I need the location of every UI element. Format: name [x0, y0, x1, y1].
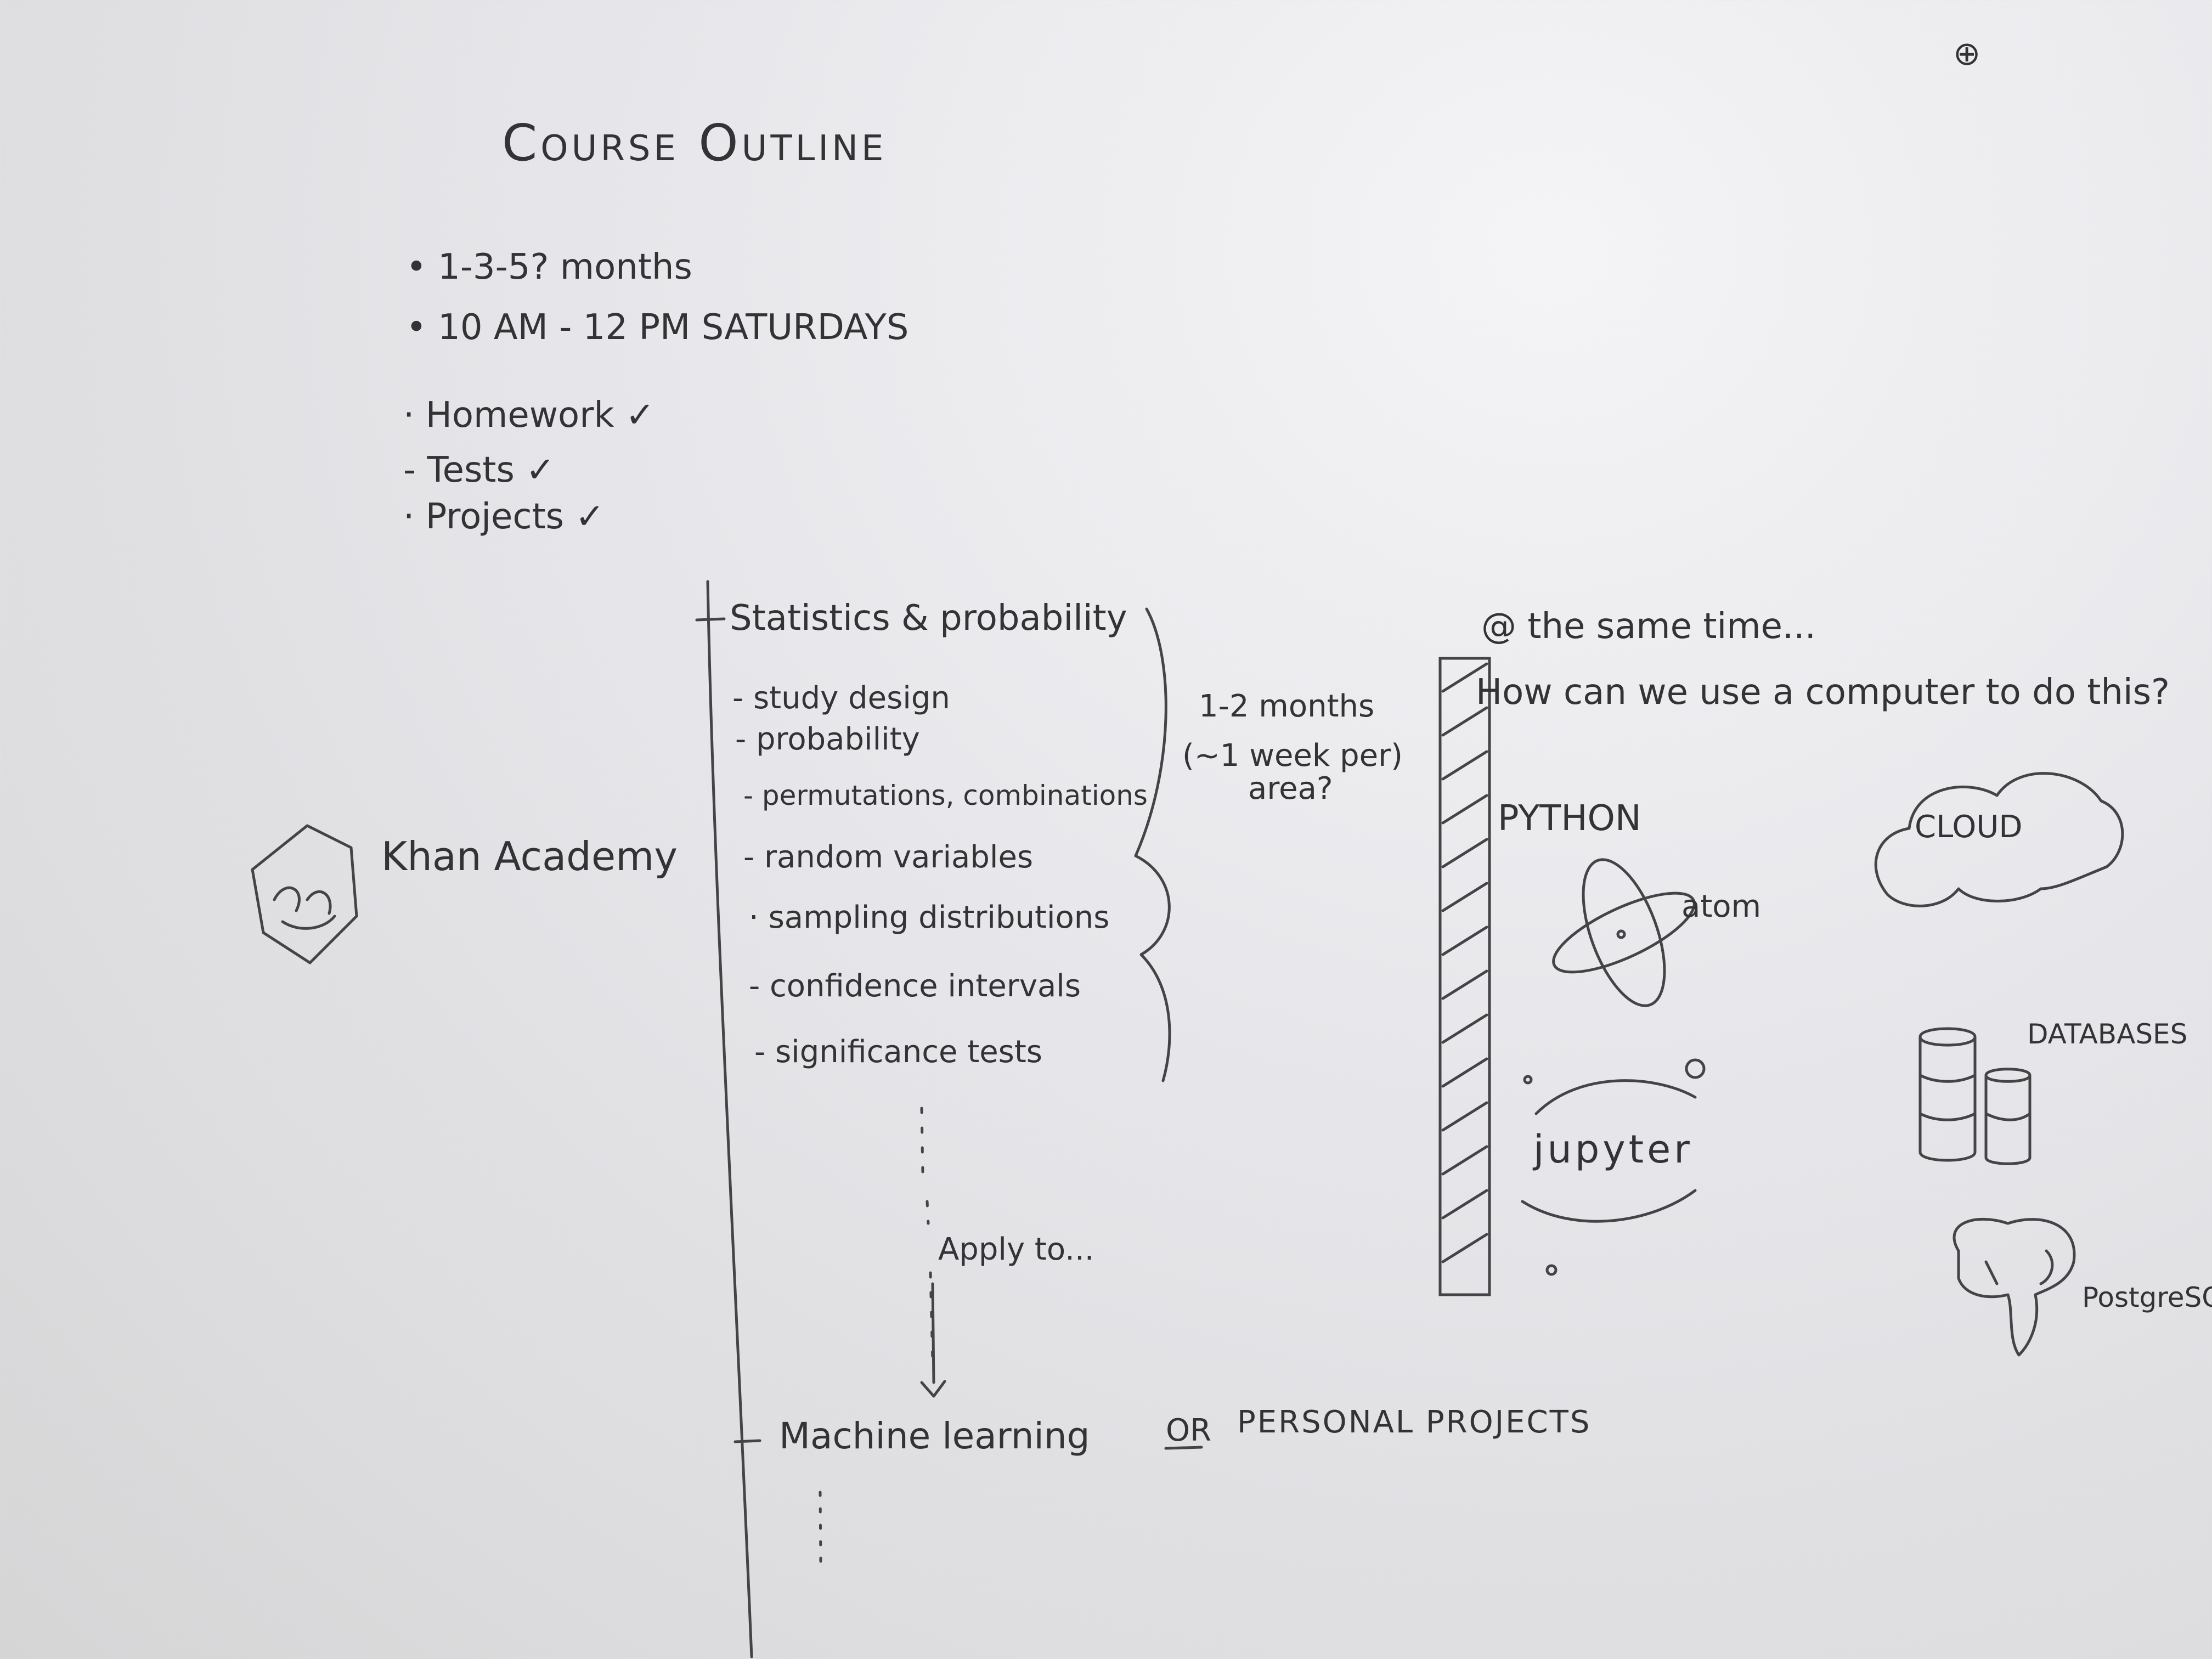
apply-arrow: [920, 1107, 934, 1362]
topic-item: - probability: [735, 721, 920, 757]
or-text: OR: [1166, 1413, 1211, 1448]
duration-per-area: (~1 week per): [1182, 738, 1403, 774]
timeline-tick-bottom: [733, 1439, 761, 1443]
database-cylinder-1: [1918, 1027, 1977, 1162]
topics-brace: [1134, 607, 1171, 1082]
atom-nucleus: [1616, 929, 1626, 939]
duration-months: 1-2 months: [1199, 689, 1375, 724]
hatch-lines: [1441, 662, 1488, 1263]
jupyter-arc-top: [1534, 1079, 1697, 1115]
corner-mark-icon: ⊕: [1953, 35, 1981, 73]
page-title: Course Outline: [502, 114, 887, 172]
timeline-tick-top: [695, 617, 726, 622]
topic-item: - random variables: [743, 839, 1034, 875]
topic-item: - confidence intervals: [749, 968, 1081, 1004]
khan-logo-hexagon: [251, 824, 358, 964]
atom-orbit-1: [1582, 858, 1666, 1007]
apply-note: Apply to...: [938, 1232, 1094, 1267]
requirement-tests: - Tests ✓: [403, 450, 555, 490]
topic-item: - study design: [732, 680, 950, 716]
jupyter-arc-bottom: [1521, 1189, 1697, 1223]
cloud-outline: [1874, 772, 2124, 907]
khan-logo-figure: [273, 886, 336, 930]
personal-projects-text: PERSONAL PROJECTS: [1237, 1404, 1592, 1440]
next-heading-ml: Machine learning: [779, 1415, 1090, 1457]
computer-question: How can we use a computer to do this?: [1476, 672, 2170, 713]
ml-continue-dots: [819, 1491, 822, 1565]
cloud-label: CLOUD: [1915, 809, 2023, 845]
postgres-label: PostgreSQL: [2082, 1282, 2212, 1313]
duration-area: area?: [1248, 771, 1333, 806]
schedule-months: • 1-3-5? months: [406, 247, 692, 287]
postgres-elephant: [1953, 1217, 2076, 1357]
jupyter-dot-2: [1685, 1058, 1706, 1079]
atom-label: atom: [1681, 889, 1762, 924]
topic-item: - permutations, combinations: [743, 780, 1148, 811]
hatched-bar: [1438, 657, 1491, 1296]
databases-label: DATABASES: [2027, 1018, 2188, 1050]
requirement-projects: · Projects ✓: [403, 496, 605, 537]
topic-item: - significance tests: [754, 1034, 1042, 1070]
jupyter-dot-1: [1523, 1075, 1533, 1085]
apply-arrow-head: [920, 1380, 946, 1398]
section-heading-statistics: Statistics & probability: [730, 598, 1127, 639]
apply-arrow-shaft: [931, 1282, 935, 1384]
atom-orbit-2: [1552, 891, 1696, 974]
topic-item: · sampling distributions: [749, 900, 1110, 935]
or-underline: [1164, 1446, 1203, 1450]
database-cylinder-2: [1984, 1068, 2032, 1165]
jupyter-dot-3: [1545, 1264, 1558, 1276]
jupyter-label: jupyter: [1533, 1127, 1693, 1172]
python-label: PYTHON: [1498, 798, 1641, 839]
timeline-line: [706, 580, 753, 1658]
requirement-homework: · Homework ✓: [403, 395, 655, 436]
khan-academy-label: Khan Academy: [381, 833, 678, 879]
same-time-note: @ the same time...: [1481, 606, 1816, 647]
schedule-time: • 10 AM - 12 PM SATURDAYS: [406, 307, 909, 348]
